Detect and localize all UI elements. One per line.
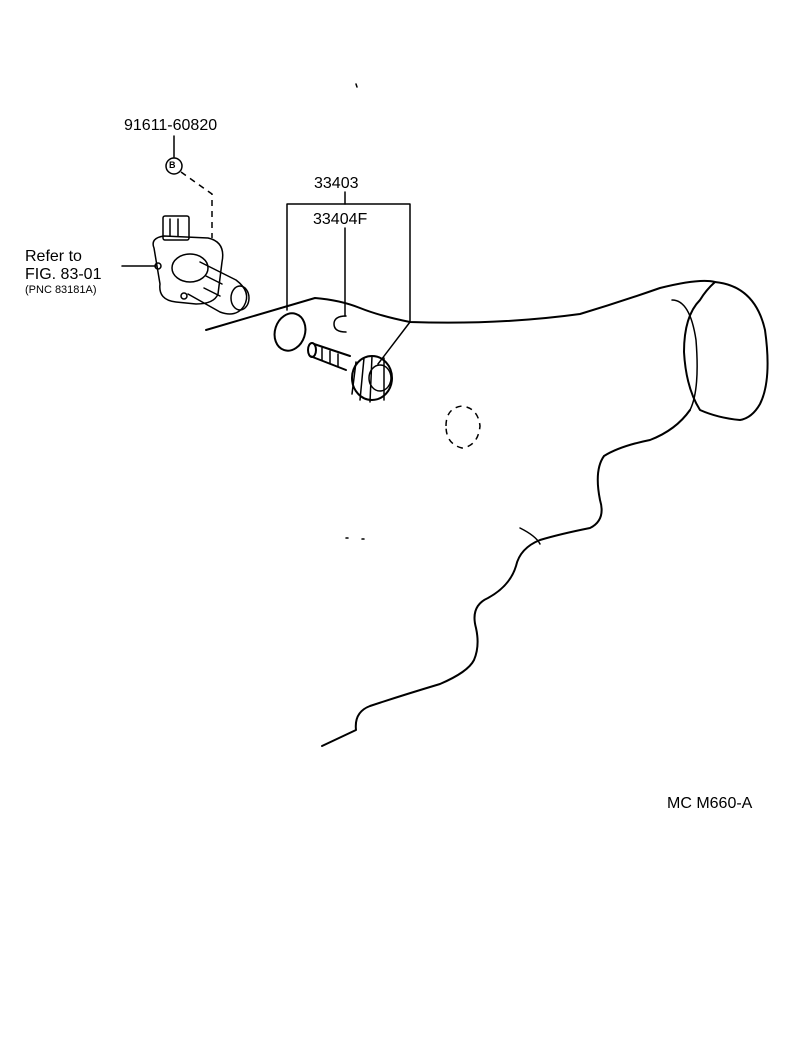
sensor-sub-part-number: 33404F: [313, 211, 368, 228]
case-rib: [519, 527, 541, 545]
reference-line-3: (PNC 83181A): [25, 284, 97, 296]
speed-sensor-icon: [152, 215, 250, 315]
screw-dashed-leader: [180, 171, 213, 238]
callout-letter: B: [169, 160, 176, 170]
reference-line-2: FIG. 83-01: [25, 266, 102, 283]
o-ring-icon: [273, 312, 307, 352]
case-flange-inner: [671, 299, 698, 411]
speck: [355, 83, 358, 88]
drawing-code: MC M660-A: [667, 795, 753, 812]
callout-circle: [165, 157, 183, 175]
transmission-case-outline: [205, 279, 716, 331]
case-flange: [683, 281, 769, 421]
clip-icon: [333, 315, 347, 333]
driven-gear-icon: [307, 342, 393, 403]
sensor-set-part-number: 33403: [314, 175, 359, 192]
reference-line-1: Refer to: [25, 248, 82, 265]
bracket: [286, 203, 411, 365]
screw-part-number: 91611-60820: [124, 117, 218, 134]
case-lower-outline: [321, 409, 691, 747]
hidden-port: [445, 405, 481, 449]
